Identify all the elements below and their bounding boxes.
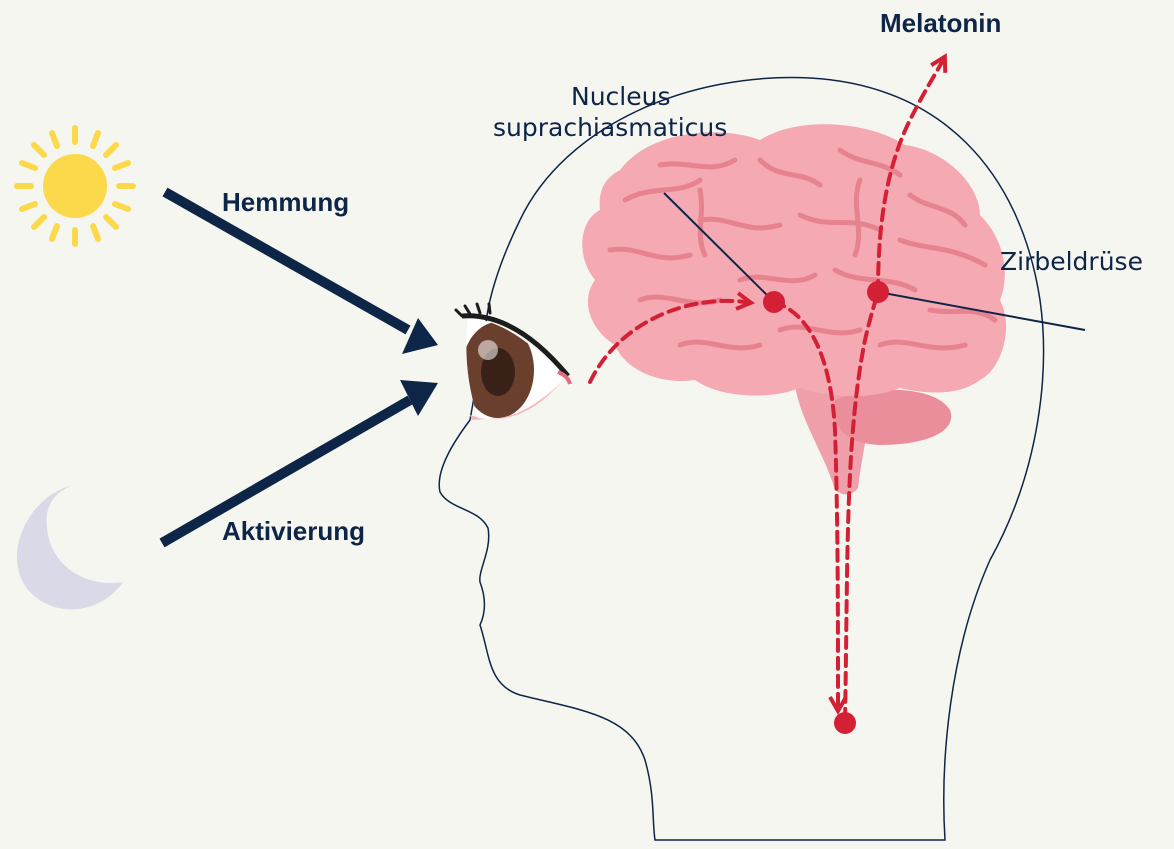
zirbeldruese-node	[867, 281, 889, 303]
zirbeldruese-label: Zirbeldrüse	[1000, 247, 1143, 276]
nucleus-label-line1: Nucleus	[571, 82, 671, 111]
moon-icon	[17, 485, 123, 609]
nucleus-label-line2: suprachiasmaticus	[493, 113, 727, 142]
spinal-node	[834, 712, 856, 734]
nucleus-node	[763, 291, 785, 313]
hemmung-label: Hemmung	[222, 187, 349, 218]
melatonin-label: Melatonin	[880, 8, 1001, 39]
cerebellum	[834, 390, 951, 445]
aktivierung-label: Aktivierung	[222, 516, 365, 547]
brain-icon	[582, 124, 1006, 396]
sun-icon	[17, 128, 133, 244]
